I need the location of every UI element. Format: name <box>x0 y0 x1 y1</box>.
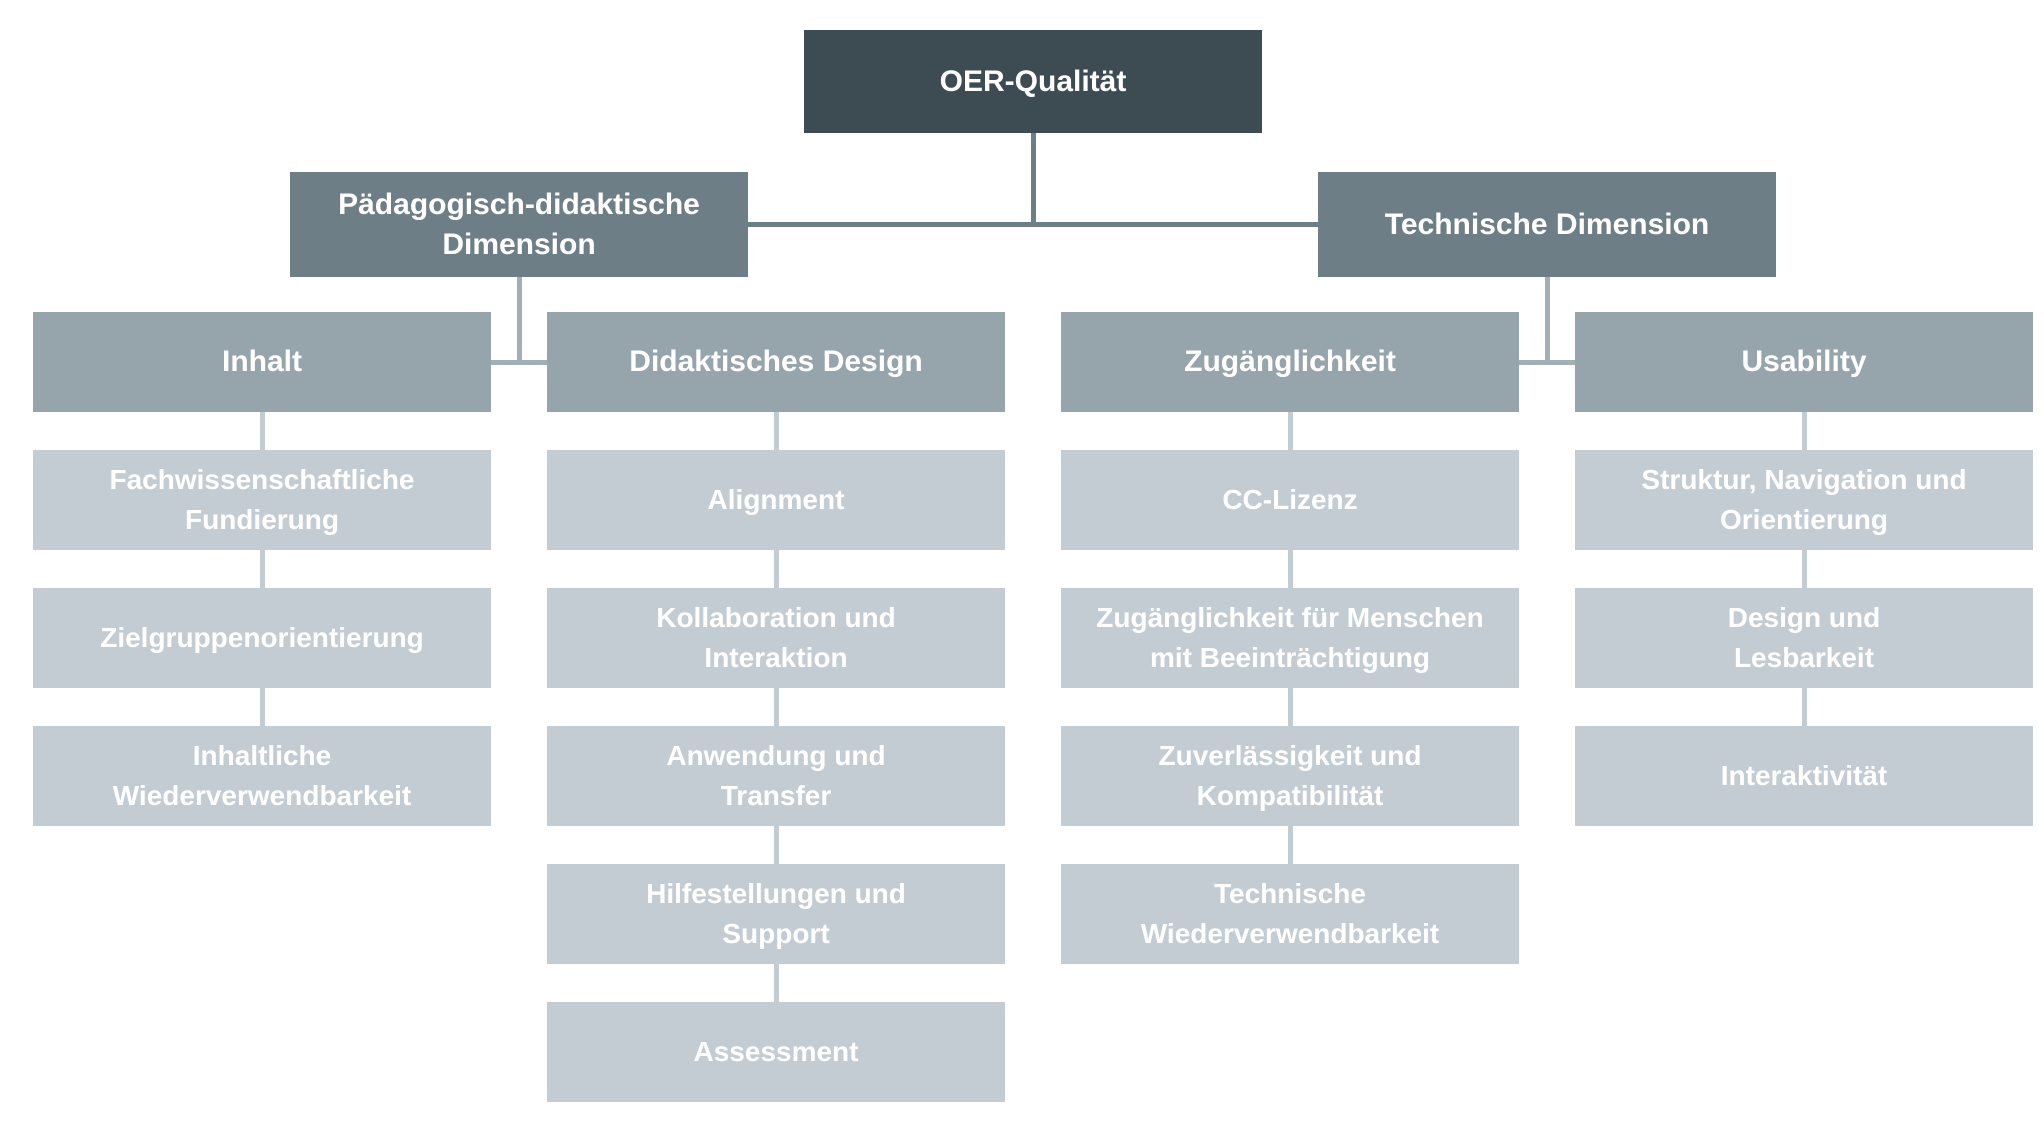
item-node-fachwissenschaftliche-fundierung: Fachwissenschaftliche Fundierung <box>33 450 491 550</box>
connector-dimension-left-vertical <box>517 277 522 365</box>
item-node-technische-wiederverwendbarkeit: Technische Wiederverwendbarkeit <box>1061 864 1519 964</box>
item-node-zugaenglichkeit-fuer-menschen: Zugänglichkeit für Menschen mit Beeinträ… <box>1061 588 1519 688</box>
connector-column-usability-spine <box>1802 412 1807 736</box>
item-node-anwendung-und-transfer: Anwendung und Transfer <box>547 726 1005 826</box>
item-node-design-und-lesbarkeit: Design und Lesbarkeit <box>1575 588 2033 688</box>
category-node-zugaenglichkeit: Zugänglichkeit <box>1061 312 1519 412</box>
item-node-hilfestellungen-und-support: Hilfestellungen und Support <box>547 864 1005 964</box>
connector-dimension-right-horizontal <box>1519 360 1575 365</box>
category-node-inhalt: Inhalt <box>33 312 491 412</box>
connector-column-didaktisches-design-spine <box>774 412 779 1012</box>
connector-dimension-left-horizontal <box>491 360 547 365</box>
item-node-alignment: Alignment <box>547 450 1005 550</box>
item-node-interaktivitaet: Interaktivität <box>1575 726 2033 826</box>
category-node-usability: Usability <box>1575 312 2033 412</box>
item-node-kollaboration-und-interaktion: Kollaboration und Interaktion <box>547 588 1005 688</box>
item-node-zuverlaessigkeit-und-kompatibilitaet: Zuverlässigkeit und Kompatibilität <box>1061 726 1519 826</box>
root-node-oer-qualitaet: OER-Qualität <box>804 30 1262 133</box>
connector-dimension-right-vertical <box>1545 277 1550 365</box>
connector-root-vertical <box>1031 133 1036 225</box>
item-node-struktur-navigation-orientierung: Struktur, Navigation und Orientierung <box>1575 450 2033 550</box>
item-node-zielgruppenorientierung: Zielgruppenorientierung <box>33 588 491 688</box>
item-node-inhaltliche-wiederverwendbarkeit: Inhaltliche Wiederverwendbarkeit <box>33 726 491 826</box>
item-node-assessment: Assessment <box>547 1002 1005 1102</box>
dimension-node-technisch: Technische Dimension <box>1318 172 1776 277</box>
dimension-node-paedagogisch-didaktisch: Pädagogisch-didaktische Dimension <box>290 172 748 277</box>
item-node-cc-lizenz: CC-Lizenz <box>1061 450 1519 550</box>
connector-column-inhalt-spine <box>260 412 265 736</box>
connector-root-horizontal <box>748 222 1318 227</box>
category-node-didaktisches-design: Didaktisches Design <box>547 312 1005 412</box>
